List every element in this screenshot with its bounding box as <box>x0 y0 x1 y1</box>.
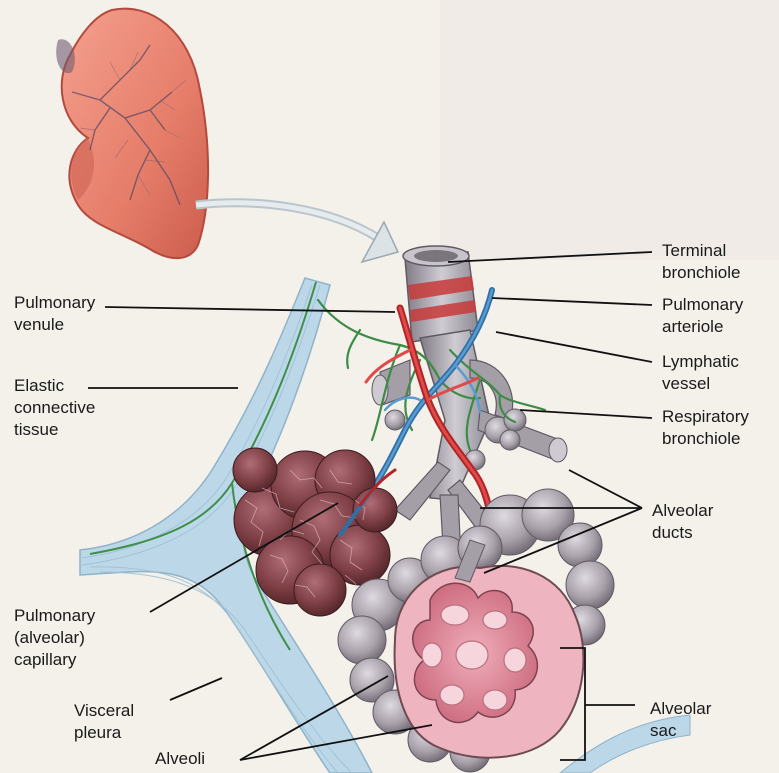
label-alveolar-ducts: Alveolar ducts <box>652 500 713 544</box>
label-terminal-bronchiole: Terminal bronchiole <box>662 240 740 284</box>
label-lymphatic-vessel: Lymphatic vessel <box>662 351 739 395</box>
label-pulmonary-arteriole: Pulmonary arteriole <box>662 294 743 338</box>
label-alveolar-sac: Alveolar sac <box>650 698 711 742</box>
label-pulmonary-venule: Pulmonary venule <box>14 292 95 336</box>
label-elastic-connective-tissue: Elastic connective tissue <box>14 375 95 441</box>
label-alveoli: Alveoli <box>155 748 205 770</box>
label-pulmonary-capillary: Pulmonary (alveolar) capillary <box>14 605 95 671</box>
label-respiratory-bronchiole: Respiratory bronchiole <box>662 406 749 450</box>
label-visceral-pleura: Visceral pleura <box>74 700 134 744</box>
